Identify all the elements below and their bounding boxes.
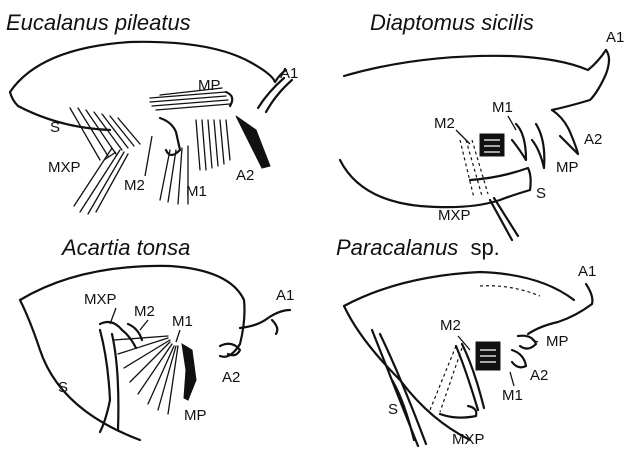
label-mp: MP	[546, 333, 569, 350]
maxillule-setae-fan	[114, 336, 178, 414]
label-m1: M1	[502, 387, 523, 404]
label-mp: MP	[198, 77, 221, 94]
antenna-a2	[552, 110, 578, 154]
panel-title-eucalanus: Eucalanus pileatus	[6, 10, 191, 35]
label-m2: M2	[434, 115, 455, 132]
label-a1: A1	[280, 65, 298, 82]
label-mxp: MXP	[84, 291, 117, 308]
mandible-palp	[518, 336, 536, 349]
mandible-palp	[532, 124, 544, 168]
label-mxp: MXP	[438, 207, 471, 224]
body-outline	[20, 266, 245, 440]
maxilliped	[490, 198, 518, 240]
pointer-m1	[510, 372, 514, 386]
dashed-outline	[430, 346, 462, 412]
dashed-outline	[480, 286, 540, 296]
pointer-m1	[176, 330, 180, 342]
panel-paracalanus: Paracalanus sp. A1 M2 MP A2 M1 S MXP	[336, 235, 596, 448]
label-s: S	[50, 119, 60, 136]
label-mp: MP	[184, 407, 207, 424]
label-mxp: MXP	[452, 431, 485, 448]
title-suffix: sp.	[470, 235, 499, 260]
maxilla-appendages	[160, 118, 188, 204]
maxilliped-setae	[74, 148, 128, 214]
antennule-a1	[240, 310, 290, 334]
body-outline	[10, 42, 286, 130]
label-a1: A1	[578, 263, 596, 280]
panel-title-diaptomus: Diaptomus sicilis	[370, 10, 534, 35]
pointer-mxp	[110, 308, 116, 324]
label-m2: M2	[134, 303, 155, 320]
label-a2: A2	[236, 167, 254, 184]
body-outline	[340, 50, 606, 207]
label-a1: A1	[276, 287, 294, 304]
mandible-gnathobase	[480, 134, 504, 156]
dense-setae-block	[196, 116, 270, 170]
swimming-leg	[470, 168, 531, 200]
swimming-leg	[372, 330, 426, 446]
panel-title-paracalanus: Paracalanus sp.	[336, 235, 500, 260]
antenna-a2	[512, 350, 526, 367]
pointer-m2	[140, 320, 148, 330]
pointer-m1	[508, 116, 516, 130]
label-m2: M2	[440, 317, 461, 334]
label-a2: A2	[584, 131, 602, 148]
swimming-leg	[100, 330, 118, 432]
swimming-leg-setae	[70, 108, 140, 160]
label-a2: A2	[222, 369, 240, 386]
pointer-m2	[145, 136, 152, 176]
panel-acartia: Acartia tonsa MXP M2 M1 A1 S A2 MP	[20, 235, 294, 440]
label-a1: A1	[606, 29, 624, 46]
label-mxp: MXP	[48, 159, 81, 176]
panel-eucalanus: Eucalanus pileatus	[6, 10, 298, 214]
label-m1: M1	[172, 313, 193, 330]
maxillule-m1	[512, 124, 526, 160]
label-s: S	[388, 401, 398, 418]
label-m1: M1	[186, 183, 207, 200]
maxilliped	[440, 406, 476, 418]
panel-title-acartia: Acartia tonsa	[60, 235, 190, 260]
label-mp: MP	[556, 159, 579, 176]
label-m1: M1	[492, 99, 513, 116]
label-s: S	[536, 185, 546, 202]
label-s: S	[58, 379, 68, 396]
mandible-gnathobase	[476, 342, 500, 370]
title-genus: Paracalanus	[336, 235, 458, 260]
pointer-m2	[456, 130, 470, 144]
label-a2: A2	[530, 367, 548, 384]
label-m2: M2	[124, 177, 145, 194]
mandible-palp	[182, 344, 196, 400]
panel-diaptomus: Diaptomus sicilis A1 M2 M1 A2 MP S MXP	[340, 10, 624, 240]
